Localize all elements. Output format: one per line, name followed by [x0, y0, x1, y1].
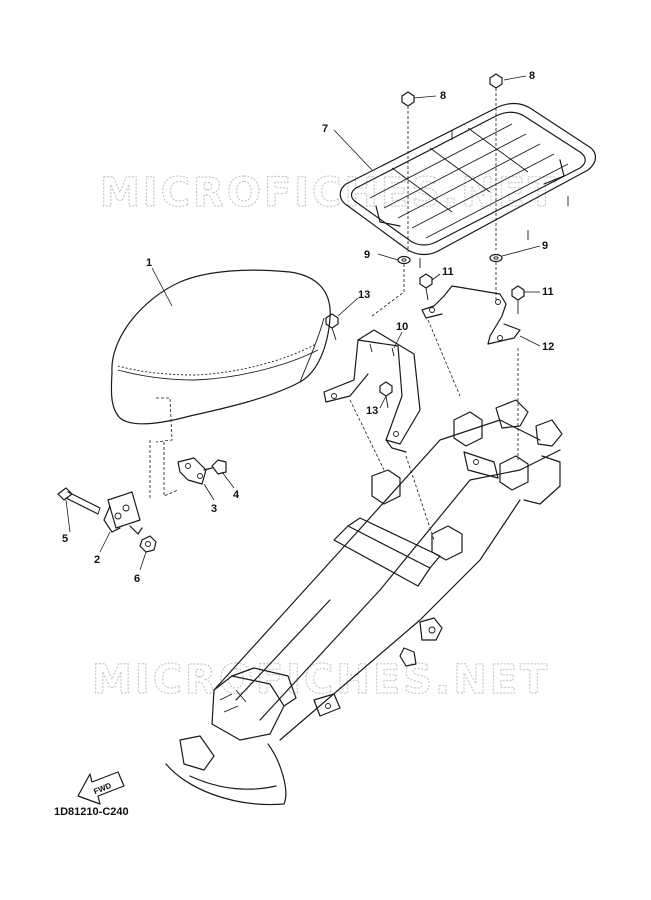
carrier-bolt-left: [401, 91, 415, 252]
watermark-top: MICROFICHES.NET: [100, 170, 558, 216]
callout-8-right: 8: [529, 70, 535, 82]
rear-frame: [165, 399, 563, 806]
plate-guide: [163, 442, 179, 497]
callout-leaders: [65, 75, 541, 571]
callout-9-left: 9: [364, 249, 370, 261]
stay-bolt-lower: [379, 381, 393, 409]
watermark-bottom: MICROFICHES.NET: [92, 657, 550, 703]
part-code-label: 1D81210-C240: [54, 806, 129, 818]
seat: [110, 269, 331, 443]
callout-7: 7: [322, 123, 328, 135]
seat-hinge-bracket: [103, 491, 143, 535]
callout-3: 3: [211, 503, 217, 515]
fwd-arrow-icon: FWD: [77, 771, 125, 805]
stay-frame-guide-2: [405, 455, 435, 541]
callout-4: 4: [233, 489, 240, 501]
stay-left-guide: [427, 319, 461, 397]
bolt-11-right: [511, 285, 525, 314]
callout-5: 5: [62, 533, 68, 545]
callout-10: 10: [396, 321, 408, 333]
callout-12: 12: [542, 341, 554, 353]
plate-screw: [203, 459, 227, 475]
callout-9-right: 9: [542, 240, 548, 252]
callout-11-left: 11: [442, 266, 454, 278]
hinge-nut: [139, 535, 157, 553]
callout-13-lower: 13: [366, 405, 378, 417]
callout-1: 1: [146, 257, 152, 269]
carrier-stay-right: [421, 285, 521, 345]
callout-11-right: 11: [542, 286, 554, 298]
seat-lock-plate: [177, 457, 207, 485]
carrier-stay-left: [323, 329, 421, 453]
washer-guide-left: [371, 264, 405, 317]
bolt-11-left: [419, 273, 433, 301]
stay-bolt-upper: [325, 313, 339, 341]
hinge-bolt: [57, 487, 101, 515]
rear-carrier: [339, 102, 597, 268]
washer-right: [489, 253, 503, 263]
carrier-bolt-right: [489, 73, 503, 250]
callout-2: 2: [94, 554, 100, 566]
stay-frame-guide-1: [349, 399, 385, 471]
callout-8-left: 8: [440, 90, 446, 102]
washer-left: [397, 255, 411, 265]
callout-6: 6: [134, 573, 140, 585]
callout-numbers: 1 2 3 4 5 6 7 8 8 9 9 10 11 11 12 13 13: [62, 70, 554, 585]
callout-13-upper: 13: [358, 289, 370, 301]
